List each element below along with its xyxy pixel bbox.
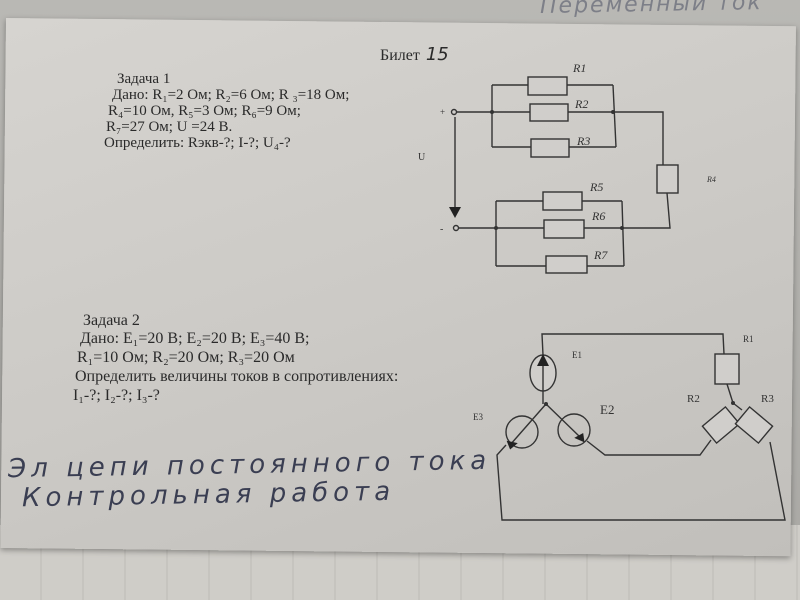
task2-line: Определить величины токов в сопротивлени… [75,368,399,385]
source-e2 [557,413,591,447]
task1-line: Дано: R₁=2 Ом; R₂=6 Ом; R ₃=18 Ом; [112,87,350,103]
label-e3: E3 [473,412,483,422]
voltage-arrow-icon [449,207,461,218]
label-2-r1: R1 [743,334,754,344]
label-r6: R6 [591,209,605,223]
resistor-r2 [529,103,569,122]
label-r5: R5 [589,180,603,194]
label-r4: R4 [706,175,716,184]
task1-line: Определить: Rэкв-?; I-?; U₄-? [104,135,291,151]
e2-arrow-icon [574,433,585,443]
task1-line: R₄=10 Ом, R₅=3 Ом; R₆=9 Ом; [108,103,301,119]
resistor-2-r2 [701,405,741,445]
e1-arrow-icon [537,354,549,366]
label-r7: R7 [593,248,608,262]
resistor-2-r3 [734,405,774,445]
resistor-r4 [656,164,679,194]
circuit-1 [450,76,679,274]
resistor-r7 [545,255,588,274]
ticket-title: Билет 15 [380,46,449,65]
label-r2: R2 [574,97,588,111]
voltage-label: U [418,152,426,163]
resistor-r6 [543,219,585,239]
task2-line: R₁=10 Ом; R₂=20 Ом; R₃=20 Ом [77,349,295,366]
plus-terminal-label: + [440,107,445,117]
source-e3 [505,415,539,449]
resistor-r5 [542,191,583,211]
resistor-r1 [527,76,568,96]
label-r1: R1 [572,61,586,75]
task1-line: R₇=27 Ом; U =24 В. [106,119,233,135]
task2-line: Дано: E₁=20 В; E₂=20 В; E₃=40 В; [80,330,310,347]
label-r3: R3 [576,134,590,148]
minus-terminal-label: - [440,224,443,235]
resistor-2-r1 [714,353,740,385]
label-e1: E1 [572,350,582,360]
ticket-number: 15 [425,44,449,65]
label-e2: E2 [600,402,614,417]
label-2-r2: R2 [687,393,700,405]
label-2-r3: R3 [761,393,774,405]
task2-title: Задача 2 [83,312,140,329]
e3-arrow-icon [506,440,518,450]
task2-line: I₁-?; I₂-?; I₃-? [73,387,160,404]
circuit-2 [496,333,786,521]
resistor-r3 [530,138,570,158]
ticket-label: Билет [380,47,420,64]
task1-title: Задача 1 [117,71,171,87]
